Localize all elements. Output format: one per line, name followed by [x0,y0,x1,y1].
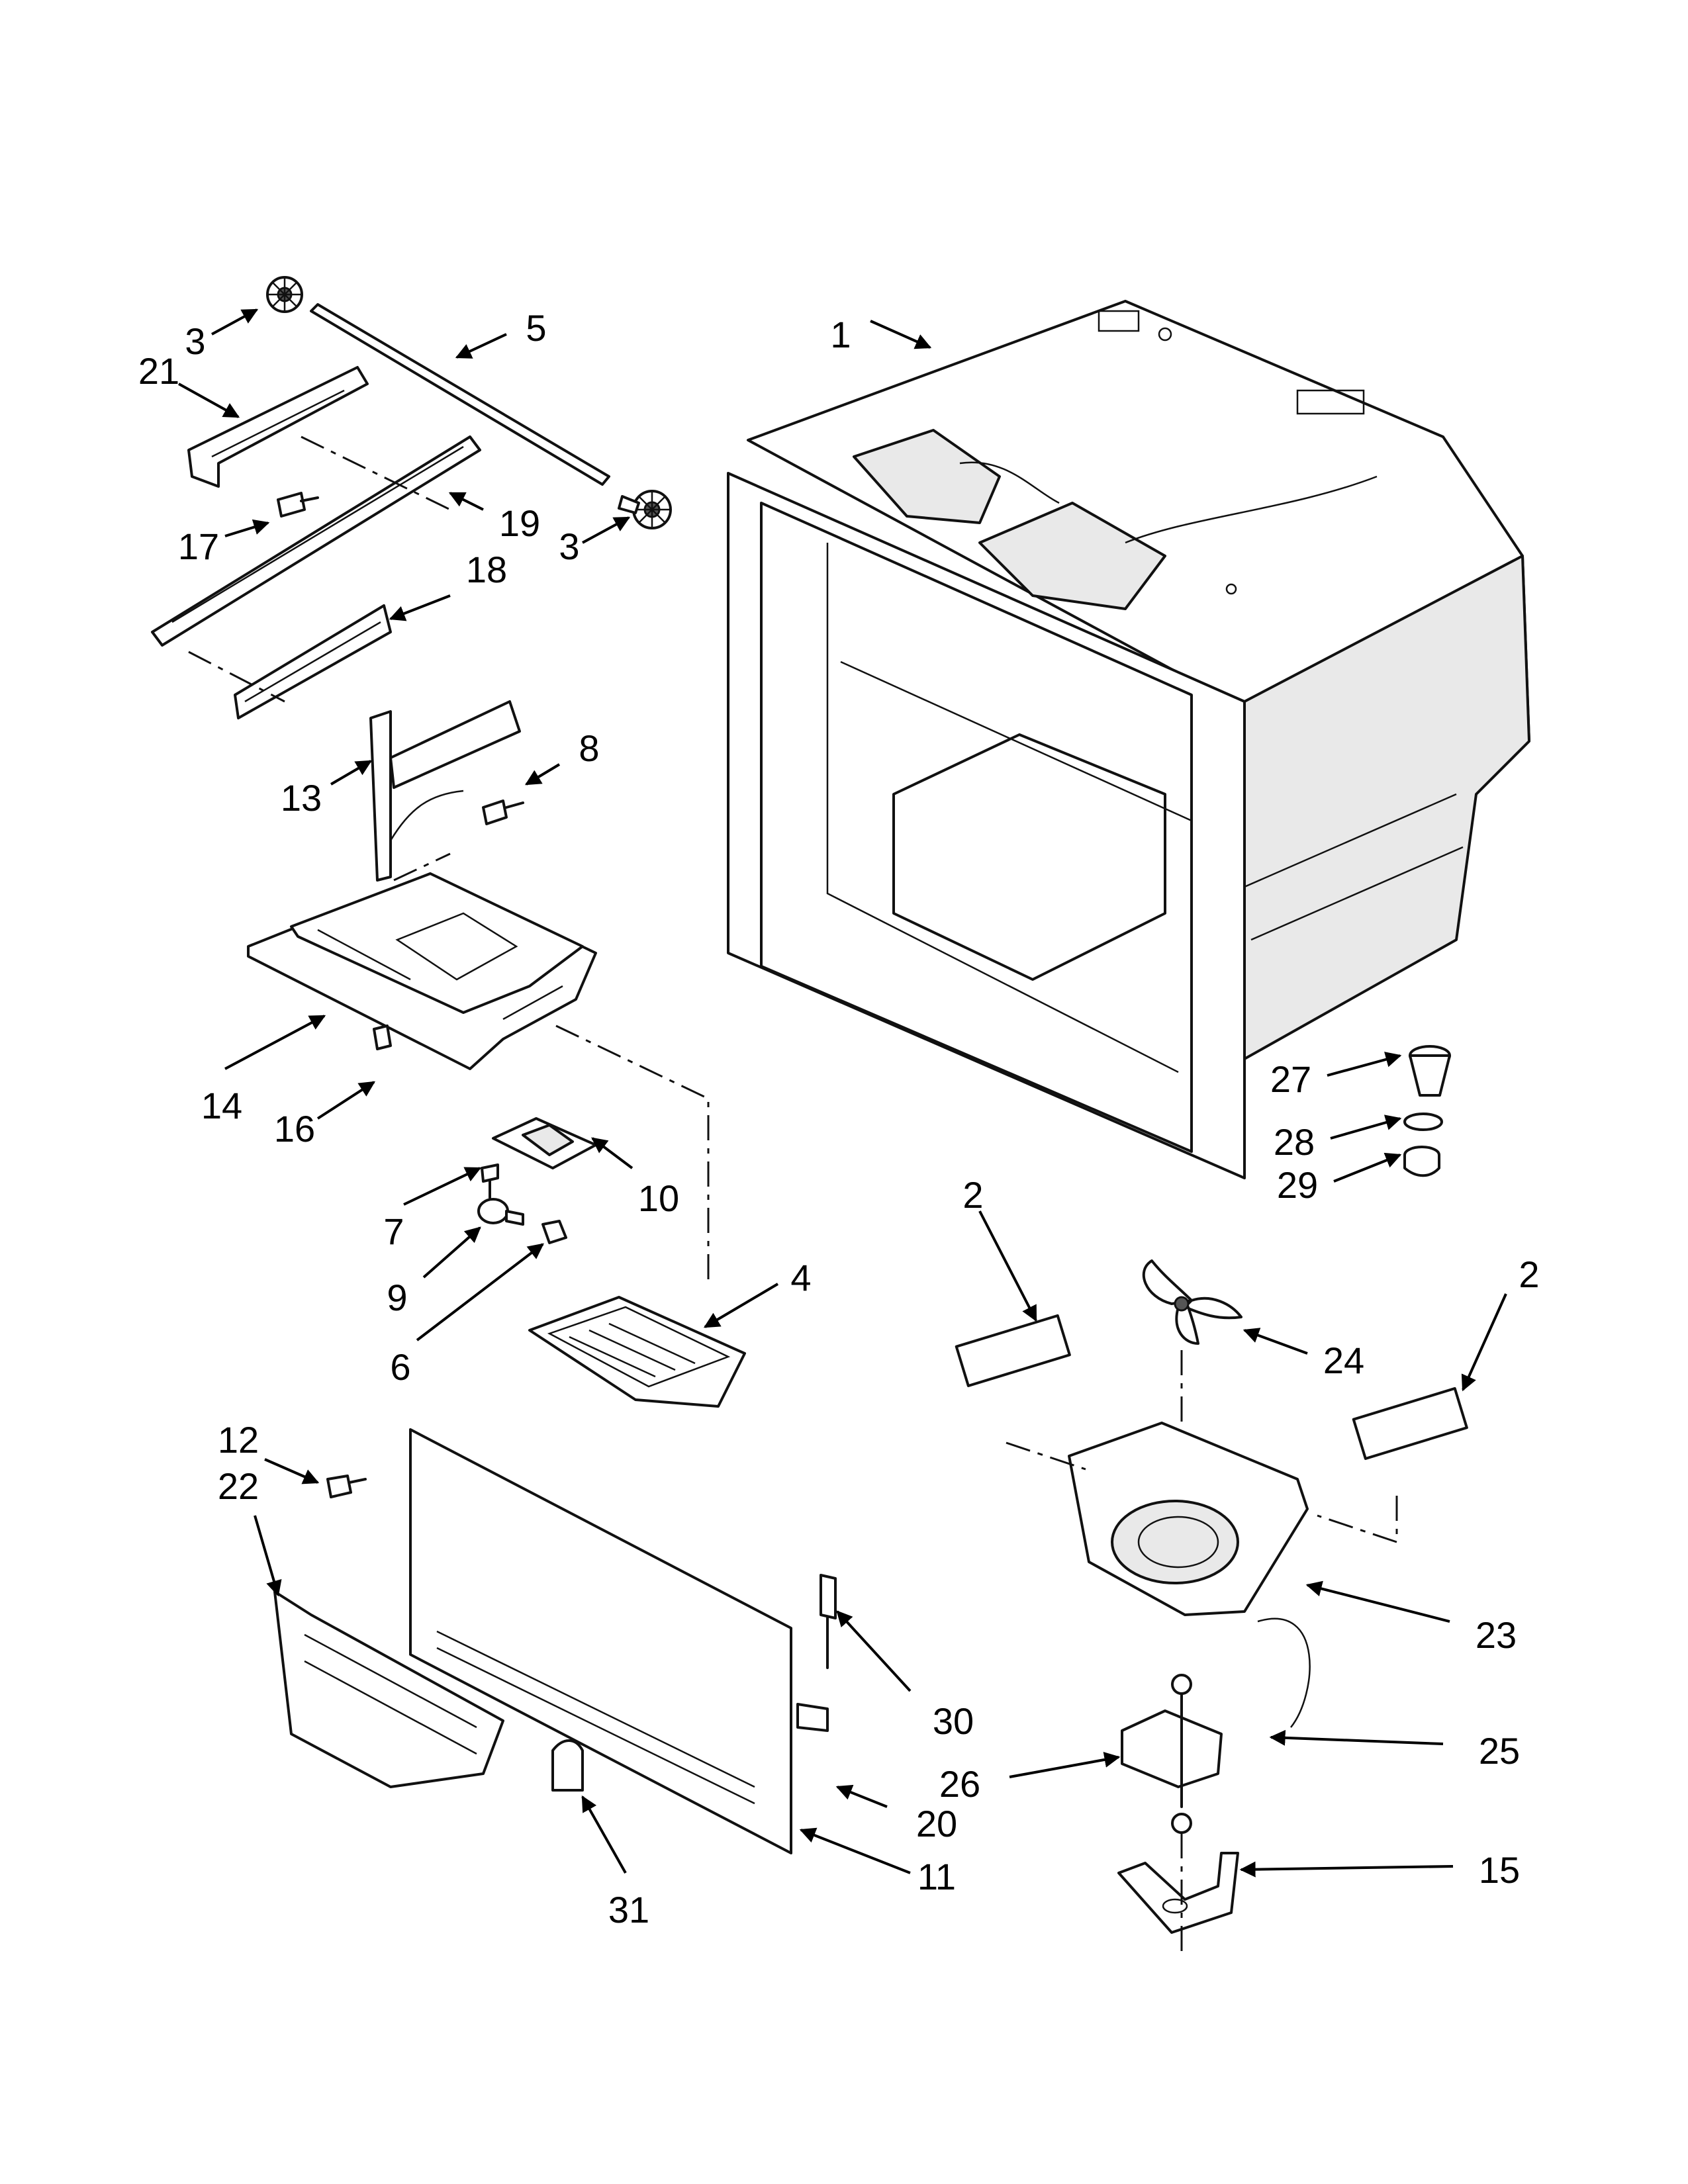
slide-rail-assembly [151,276,672,719]
callout-22: 22 [218,1465,259,1507]
fan-housing-part [1068,1422,1309,1616]
cap-part-29 [1403,1146,1440,1177]
wire-harness-part [1257,1617,1311,1728]
callout-27: 27 [1270,1058,1311,1100]
callout-17: 17 [178,525,219,567]
callout-28: 28 [1274,1121,1315,1163]
insulation-part-20 [796,1703,829,1732]
callout-12: 12 [218,1419,259,1461]
fan-blade-part [1142,1259,1243,1345]
callout-labels: 1 2 2 3 3 4 5 6 7 8 9 10 11 12 13 14 15 … [138,307,1540,1931]
motor-bracket-part [1117,1852,1239,1934]
vent-grille-part [273,1590,504,1788]
gear-part-right [618,490,672,529]
socket-part [541,1220,567,1244]
insulation-part-2-right [1352,1387,1468,1460]
slide-rail-part [151,435,481,647]
bracket-part-13 [369,700,521,882]
callout-19: 19 [499,502,540,544]
light-housing-part [492,1117,597,1169]
sensor-part-30 [820,1574,837,1669]
callout-3b: 3 [559,525,579,567]
callout-29: 29 [1277,1164,1318,1206]
callout-1: 1 [830,314,851,355]
callout-8: 8 [579,727,599,769]
grille-part [528,1296,746,1408]
callout-26: 26 [939,1763,980,1805]
cover-panel-part [409,1428,792,1854]
bulb-part [477,1198,524,1226]
screw-part-17 [277,492,319,518]
callout-30: 30 [933,1700,974,1742]
callout-21: 21 [138,350,179,392]
insulation-part-2-left [955,1314,1071,1387]
washer-part-28 [1403,1113,1443,1131]
callout-9: 9 [387,1277,407,1318]
screw-part-8 [482,799,524,825]
callout-14: 14 [201,1085,242,1126]
callout-20: 20 [916,1803,957,1844]
callout-6: 6 [390,1346,410,1388]
fan-motor-part [1121,1674,1223,1834]
callout-24: 24 [1323,1340,1364,1381]
axle-rod-part [310,303,610,486]
callout-11: 11 [917,1856,956,1897]
callout-25: 25 [1479,1730,1520,1772]
callout-18: 18 [466,549,507,590]
callout-4: 4 [790,1257,811,1298]
callout-3a: 3 [185,320,205,362]
callout-15: 15 [1479,1849,1520,1891]
callout-10: 10 [638,1177,679,1219]
leader-arrows [178,308,1507,1878]
callout-16: 16 [274,1108,315,1150]
callout-2b: 2 [1519,1253,1539,1295]
freezer-liner-part [727,300,1530,1179]
clip-part-31 [551,1739,584,1792]
callout-13: 13 [281,777,322,819]
callout-2a: 2 [962,1174,983,1216]
callout-5: 5 [526,307,546,349]
control-tray-part [247,872,597,1070]
leveler-part-27 [1409,1045,1451,1097]
switch-part-16 [373,1024,392,1050]
screw-part-7 [481,1163,499,1199]
rail-bracket-part [187,366,369,488]
callout-31: 31 [608,1889,649,1931]
screw-part-12 [326,1475,367,1498]
callout-23: 23 [1476,1614,1517,1656]
gear-part-top [266,276,303,313]
callout-7: 7 [383,1210,404,1252]
